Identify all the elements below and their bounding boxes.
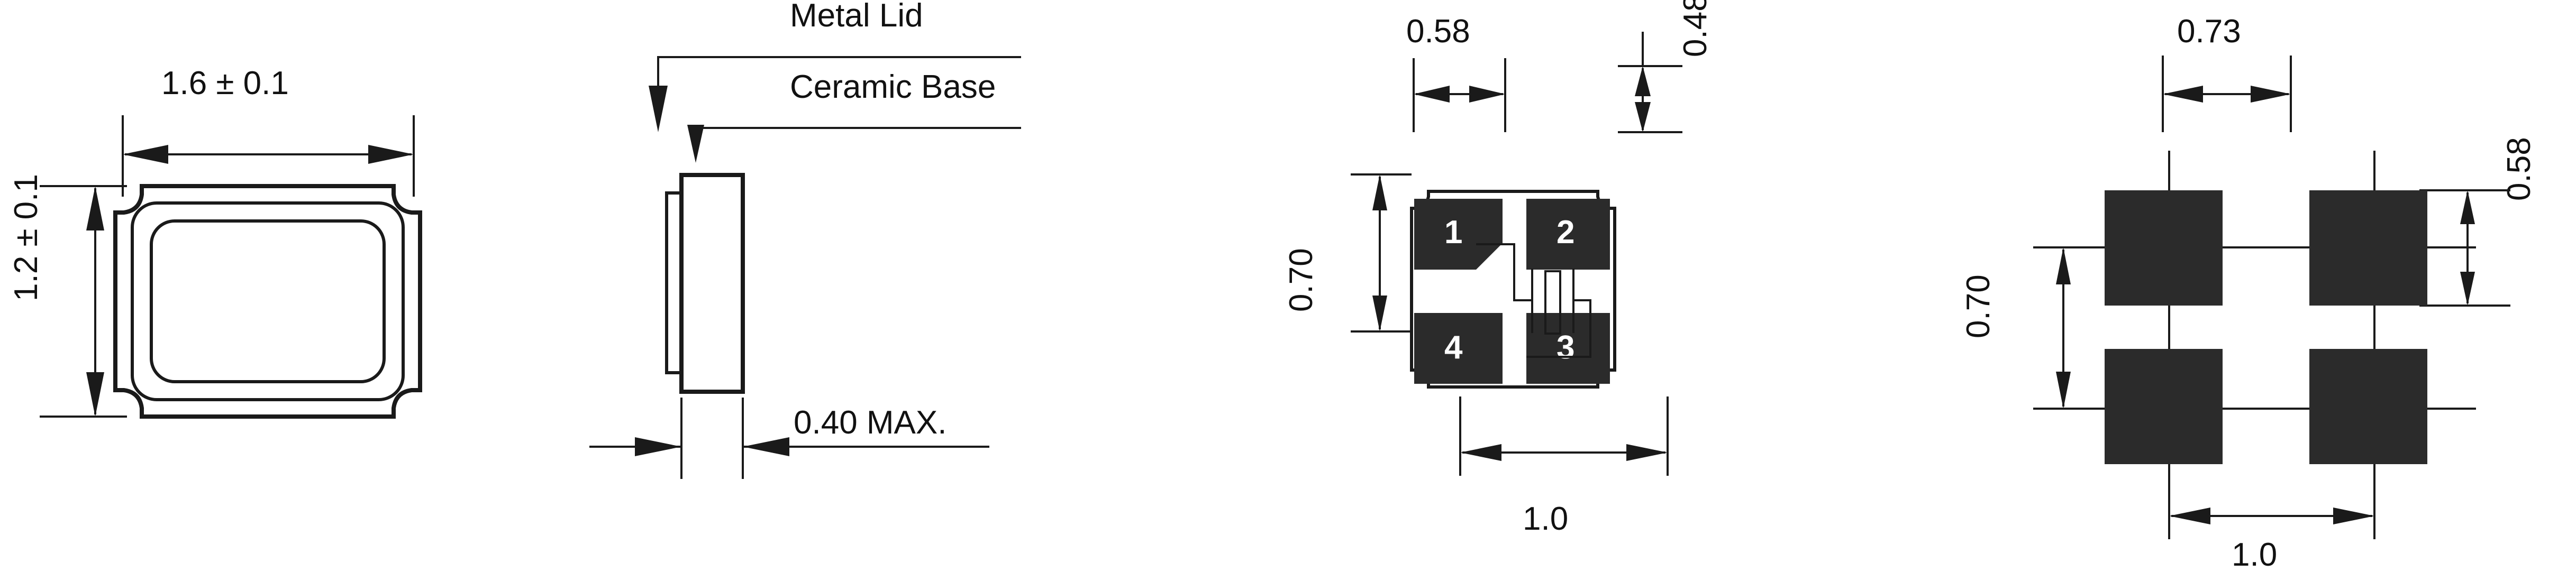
land-pitch-x-arrowhead-right-icon	[2333, 508, 2374, 524]
land-pitch-y-arrowhead-down-icon	[2056, 372, 2071, 409]
ceramic-base-shape	[679, 173, 745, 394]
pad-height-label: 0.48	[1677, 0, 1714, 57]
pad-2-shape	[1526, 199, 1610, 270]
land-width-arrowhead-right-icon	[2251, 86, 2291, 103]
land-width-arrowhead-left-icon	[2163, 86, 2203, 103]
pad-height-arrowhead-up-icon	[1635, 66, 1651, 96]
pad-3-number: 3	[1556, 329, 1574, 366]
pad-1-shape	[1414, 199, 1503, 270]
package-cavity-outline	[150, 219, 386, 383]
metal-lid-arrowhead-icon	[649, 86, 668, 132]
land-pitch-x-arrowhead-left-icon	[2169, 508, 2210, 524]
pad-3-shape	[1526, 313, 1610, 384]
pad-4-number: 4	[1444, 329, 1463, 366]
pad-1-number: 1	[1444, 214, 1462, 251]
arrowhead-down-icon	[86, 372, 104, 417]
land-width-label: 0.73	[2177, 13, 2241, 50]
top-view-width-label: 1.6 ± 0.1	[161, 65, 289, 102]
land-pad-bottom-right	[2309, 349, 2427, 464]
bottom-view: 0.58 0.48 0.70 1 2 3 4	[1283, 0, 1714, 537]
crystal-trace-pad1	[1476, 243, 1532, 301]
package-outline-middle	[131, 201, 405, 401]
thickness-arrowhead-left-icon	[635, 437, 681, 456]
land-pad-top-right	[2309, 190, 2427, 306]
thickness-arrowhead-right-icon	[743, 437, 789, 456]
land-pitch-y-label: 0.70	[1960, 274, 1997, 338]
arrowhead-right-icon	[368, 145, 414, 164]
metal-lid-callout-label: Metal Lid	[790, 0, 923, 34]
land-pad-bottom-left	[2105, 349, 2223, 464]
pad-height-arrowhead-down-icon	[1635, 102, 1651, 132]
pad-width-arrowhead-right-icon	[1469, 86, 1505, 103]
land-pitch-x-label: 1.0	[2232, 537, 2277, 572]
crystal-body-rect	[1544, 270, 1561, 335]
top-view-height-label: 1.2 ± 0.1	[8, 174, 44, 301]
pad-pitch-x-arrowhead-left-icon	[1460, 444, 1501, 461]
land-pad-top-left	[2105, 190, 2223, 306]
package-outline-outer	[113, 184, 422, 419]
pad-pitch-y-arrowhead-down-icon	[1372, 296, 1387, 331]
pad-pitch-x-label: 1.0	[1523, 501, 1568, 537]
pad-width-arrowhead-left-icon	[1414, 86, 1450, 103]
pad-width-label: 0.58	[1406, 13, 1470, 50]
ceramic-base-callout-label: Ceramic Base	[790, 69, 996, 105]
pad-4-shape	[1414, 313, 1503, 384]
pad-pitch-y-arrowhead-up-icon	[1372, 174, 1387, 210]
land-height-arrowhead-down-icon	[2460, 272, 2475, 306]
land-pattern-view: 0.73 0.58 0.70 1.0	[1960, 13, 2537, 572]
top-view: 1.6 ± 0.1 1.2 ± 0.1	[8, 65, 422, 419]
crystal-trace-pad3	[1526, 299, 1591, 358]
land-pitch-y-arrowhead-up-icon	[2056, 247, 2071, 284]
pad-pitch-x-arrowhead-right-icon	[1626, 444, 1668, 461]
side-view: Metal Lid Ceramic Base 0.40 MAX.	[589, 0, 1021, 479]
thickness-label: 0.40 MAX.	[794, 404, 946, 441]
land-height-arrowhead-up-icon	[2460, 190, 2475, 224]
pad-pitch-y-label: 0.70	[1283, 248, 1319, 312]
arrowhead-up-icon	[86, 186, 104, 230]
pad-2-number: 2	[1556, 214, 1574, 251]
ceramic-base-arrowhead-icon	[687, 125, 704, 163]
arrowhead-left-icon	[123, 145, 168, 164]
crystal-symbol-icon	[1476, 243, 1591, 358]
